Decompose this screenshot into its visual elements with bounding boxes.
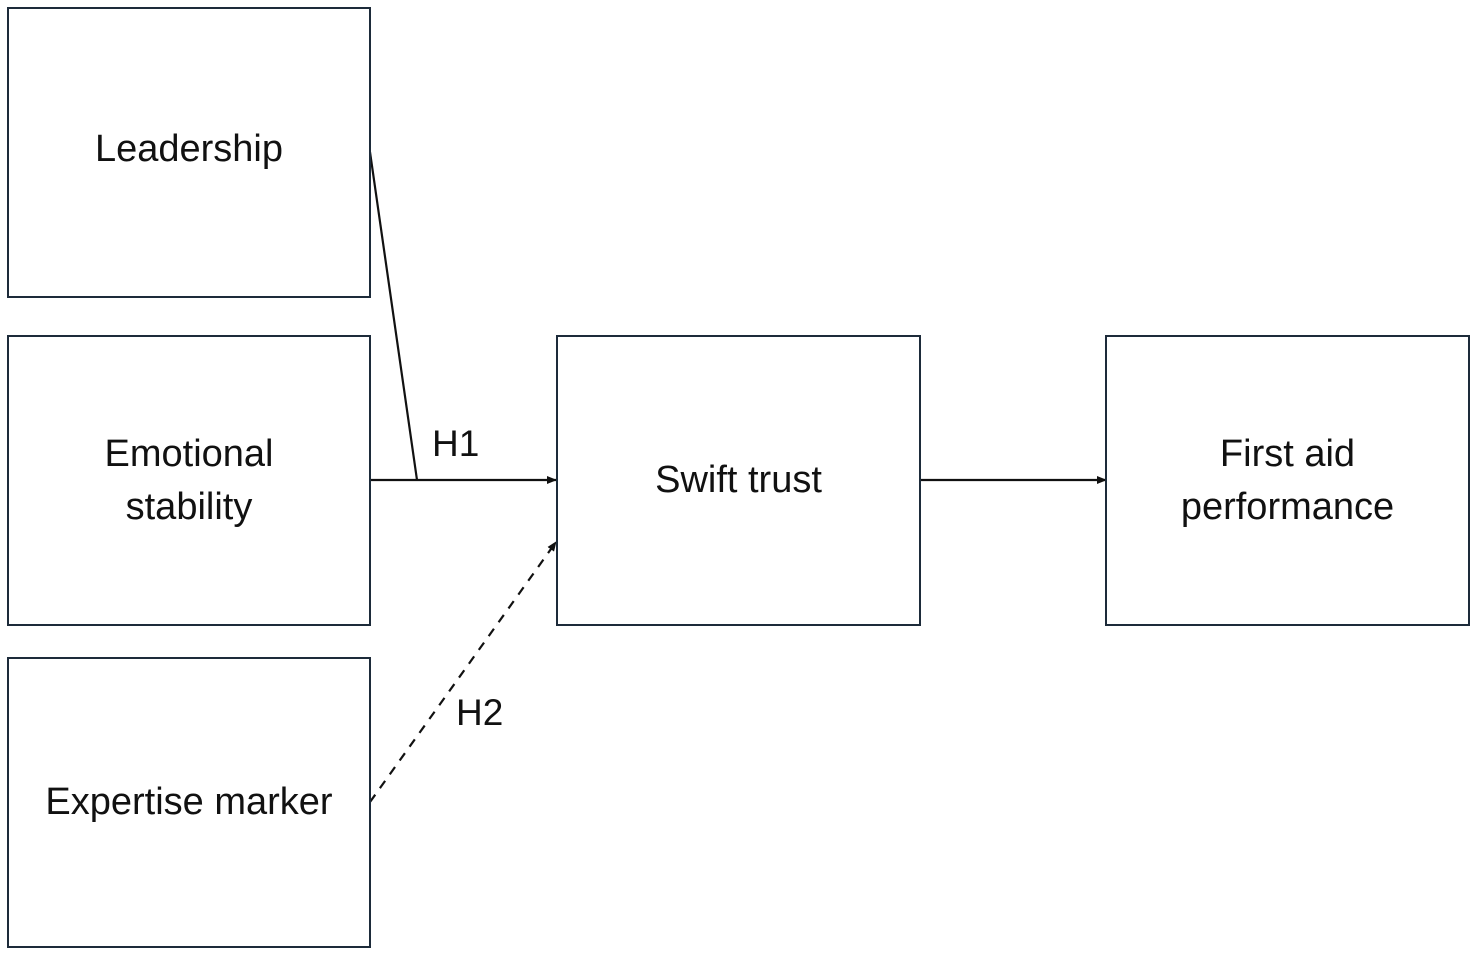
first-aid-performance-label: First aid performance (1180, 432, 1395, 528)
swift-trust-label: Swift trust (655, 459, 822, 501)
leadership-connector (368, 151, 419, 481)
leadership-label: Leadership (94, 128, 284, 170)
expertise-marker-label: Expertise marker (45, 781, 333, 823)
leadership-box: Leadership (7, 7, 371, 298)
h1-label: H1 (432, 423, 480, 464)
emotional-stability-box: Emotional stability (7, 335, 371, 626)
h2-label: H2 (456, 692, 504, 733)
h2-arrow (369, 541, 557, 803)
swift-trust-box: Swift trust (556, 335, 921, 626)
first-aid-performance-box: First aid performance (1105, 335, 1470, 626)
emotional-stability-label: Emotional stability (104, 432, 274, 528)
expertise-marker-box: Expertise marker (7, 657, 371, 948)
